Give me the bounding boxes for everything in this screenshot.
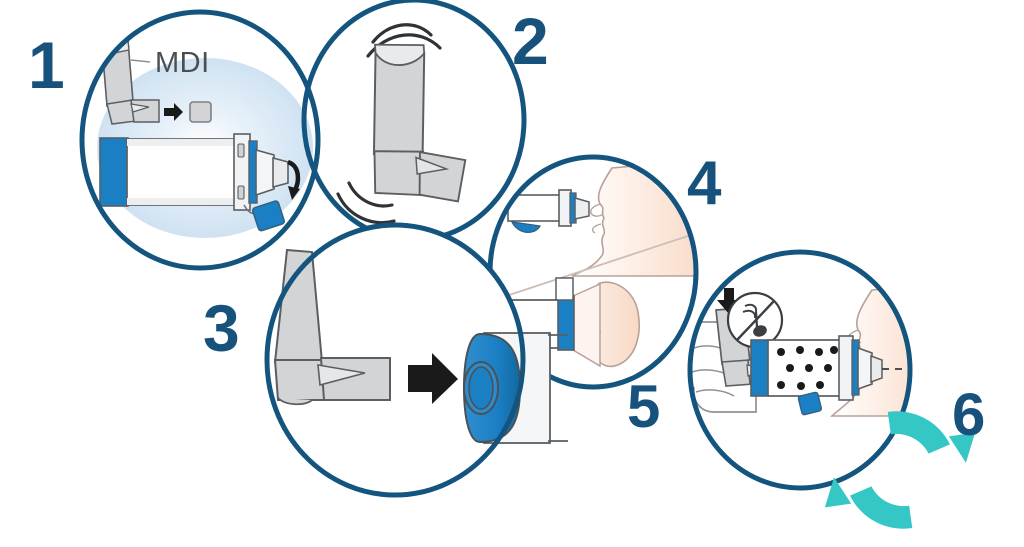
step-2-panel <box>301 0 527 243</box>
mdi-inhaler-large <box>273 248 391 406</box>
spacer-body <box>99 133 289 211</box>
step-3-panel <box>264 222 568 498</box>
face-front-mask <box>498 277 640 368</box>
step-number-5: 5 <box>627 373 661 440</box>
spacer-mouthpiece <box>272 156 289 189</box>
step-5-circle <box>687 249 913 491</box>
step-number-4: 4 <box>687 149 722 218</box>
mdi-inhaler-tilted <box>372 43 467 203</box>
divider-line <box>493 231 696 301</box>
step-number-6: 6 <box>952 381 986 448</box>
step-5-panel <box>687 249 913 491</box>
step-2-content <box>336 23 467 225</box>
right-arrow-icon <box>408 353 458 404</box>
step-number-2: 2 <box>512 4 549 78</box>
step-3-content <box>273 248 568 444</box>
no-whistle-icon <box>726 291 784 349</box>
mdi-callout-line <box>130 59 151 63</box>
motion-arc-bottom <box>336 181 396 225</box>
step-number-3: 3 <box>203 291 240 365</box>
blue-cap-hanging <box>510 221 542 233</box>
small-arrow-icon <box>164 103 183 121</box>
spacer-blue-endcap <box>99 137 129 207</box>
step-number-1: 1 <box>28 28 65 102</box>
curved-arrow-icon <box>287 159 301 200</box>
spacer-with-vents <box>750 335 883 401</box>
blue-cap-hanging <box>797 391 823 416</box>
blue-mouthpiece-cap <box>251 200 285 232</box>
step-1-panel <box>79 9 321 271</box>
step-3-circle <box>264 222 526 498</box>
mask-blue-collar <box>557 295 575 351</box>
step-1-content <box>97 40 313 238</box>
spacer-blue-endcap <box>750 339 770 397</box>
spacer-mouthpiece-in-mouth <box>507 189 590 227</box>
down-arrow-icon <box>717 288 741 314</box>
mdi-callout-label: MDI <box>155 47 210 79</box>
spacer-back-port <box>462 332 568 444</box>
step-1-circle <box>79 9 321 271</box>
mdi-cap <box>189 101 212 123</box>
step-6-repeat-icon <box>824 411 976 529</box>
vent-holes <box>777 346 838 390</box>
motion-arc-top <box>366 23 442 58</box>
